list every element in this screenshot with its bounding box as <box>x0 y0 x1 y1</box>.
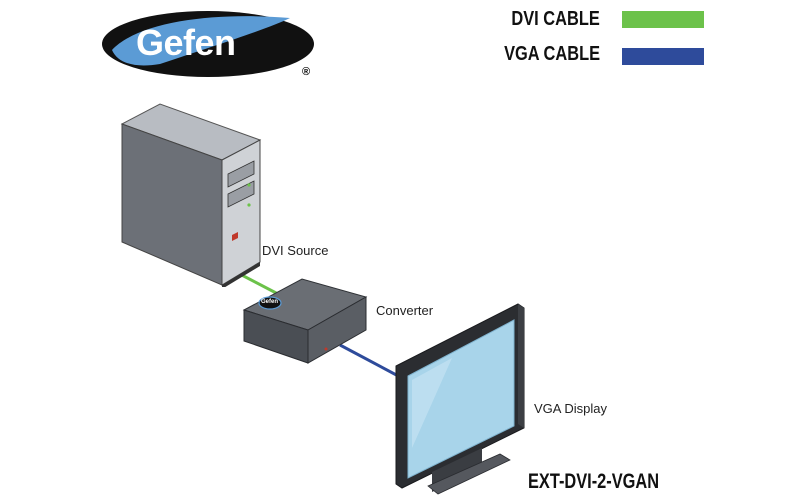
legend: DVI CABLE VGA CABLE <box>480 4 710 68</box>
legend-label-dvi: DVI CABLE <box>511 8 600 30</box>
computer-tower-icon <box>118 102 268 287</box>
logo-ellipse <box>102 11 314 77</box>
logo-text: Gefen <box>136 22 236 63</box>
brand-logo: Gefen ® <box>100 8 320 80</box>
vga-cable <box>339 343 403 380</box>
legend-label-vga: VGA CABLE <box>504 43 600 65</box>
monitor-icon <box>392 298 532 498</box>
display-label: VGA Display <box>534 401 607 416</box>
model-number: EXT-DVI-2-VGAN <box>528 470 660 493</box>
converter-box-icon: Gefen <box>240 275 370 365</box>
converter-badge: Gefen <box>261 299 279 305</box>
source-label: DVI Source <box>262 243 329 258</box>
converter-label: Converter <box>376 303 434 318</box>
legend-swatch-dvi <box>622 11 704 28</box>
registered-mark: ® <box>302 66 311 78</box>
legend-swatch-vga <box>622 48 704 65</box>
